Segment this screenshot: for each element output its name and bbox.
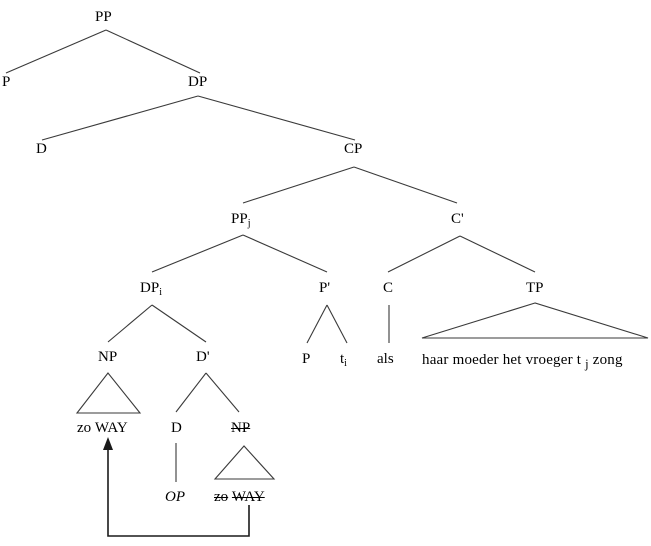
tp-word-vroeger: vroeger: [525, 352, 573, 368]
node-dp-i-text: DP: [140, 280, 160, 296]
terminal-np-lower-word2: WAY: [231, 489, 265, 505]
tp-word-moeder: moeder: [452, 352, 499, 368]
terminal-np-lower-word1: zo: [214, 489, 229, 505]
node-pp-j: PPj: [231, 211, 251, 229]
edge-dp-to-d: [41, 95, 199, 141]
edge-dpi-to-dbar: [151, 304, 207, 343]
edge-dbar-to-np-struck: [205, 372, 240, 413]
tp-word-het: het: [502, 352, 522, 368]
edge-cbar-to-tp: [459, 235, 536, 273]
terminal-p-bar-trace-t: t: [340, 351, 345, 367]
node-pp-j-subscript: j: [247, 218, 251, 229]
edge-cbar-to-c: [387, 235, 461, 273]
node-d: D: [36, 141, 47, 157]
tp-trace-t: t: [576, 352, 582, 368]
terminal-c-als: als: [377, 351, 394, 367]
terminal-d-op: OP: [165, 489, 185, 505]
tp-trace-subscript: j: [585, 357, 589, 371]
node-dp: DP: [188, 74, 208, 90]
edge-dbar-to-d: [175, 372, 207, 413]
terminal-np-upper: zo WAY: [77, 421, 128, 436]
np-upper-triangle: [75, 372, 142, 414]
node-c: C: [383, 280, 394, 296]
edge-cp-to-ppj: [242, 166, 355, 204]
node-cp: CP: [344, 141, 363, 157]
edge-ppj-to-pbar: [242, 234, 328, 273]
edge-pbar-to-trace: [326, 304, 348, 344]
node-np-upper: NP: [98, 349, 118, 365]
np-lower-triangle: [213, 445, 276, 480]
edge-cp-to-cbar: [353, 166, 458, 204]
node-d-lower: D: [171, 420, 182, 436]
node-np-lower-struck: NP: [231, 420, 251, 436]
terminal-np-lower: zo WAY: [214, 490, 265, 505]
terminal-p-bar-trace: ti: [340, 351, 347, 369]
tp-triangle: [421, 302, 649, 339]
edge-dpi-to-np: [107, 304, 153, 343]
terminal-tp-string: haar moeder het vroeger t j zong: [422, 352, 623, 372]
node-p-bar: P': [319, 280, 331, 296]
edge-pp-to-dp: [105, 29, 201, 74]
node-dp-i-subscript: i: [159, 287, 162, 298]
edge-dp-to-cp: [197, 95, 356, 141]
edge-pp-to-p: [5, 29, 107, 74]
node-dp-i: DPi: [140, 280, 162, 298]
node-pp-j-text: PP: [231, 211, 248, 227]
tp-word-zong: zong: [592, 352, 623, 368]
node-p-left: P: [2, 74, 11, 90]
node-d-bar: D': [196, 349, 210, 365]
movement-arrow-head: [103, 437, 113, 450]
movement-arrow-path: [107, 448, 250, 537]
tp-word-haar: haar: [422, 352, 449, 368]
edge-ppj-to-dpi: [151, 234, 244, 273]
terminal-np-upper-word1: zo: [77, 420, 92, 436]
node-pp-root: PP: [95, 9, 112, 25]
terminal-np-upper-word2: WAY: [94, 420, 128, 436]
node-tp: TP: [526, 280, 544, 296]
edge-pbar-to-p: [306, 304, 328, 344]
terminal-p-bar-trace-subscript: i: [344, 358, 347, 369]
terminal-p-bar-p: P: [302, 351, 311, 367]
node-c-bar: C': [451, 211, 464, 227]
